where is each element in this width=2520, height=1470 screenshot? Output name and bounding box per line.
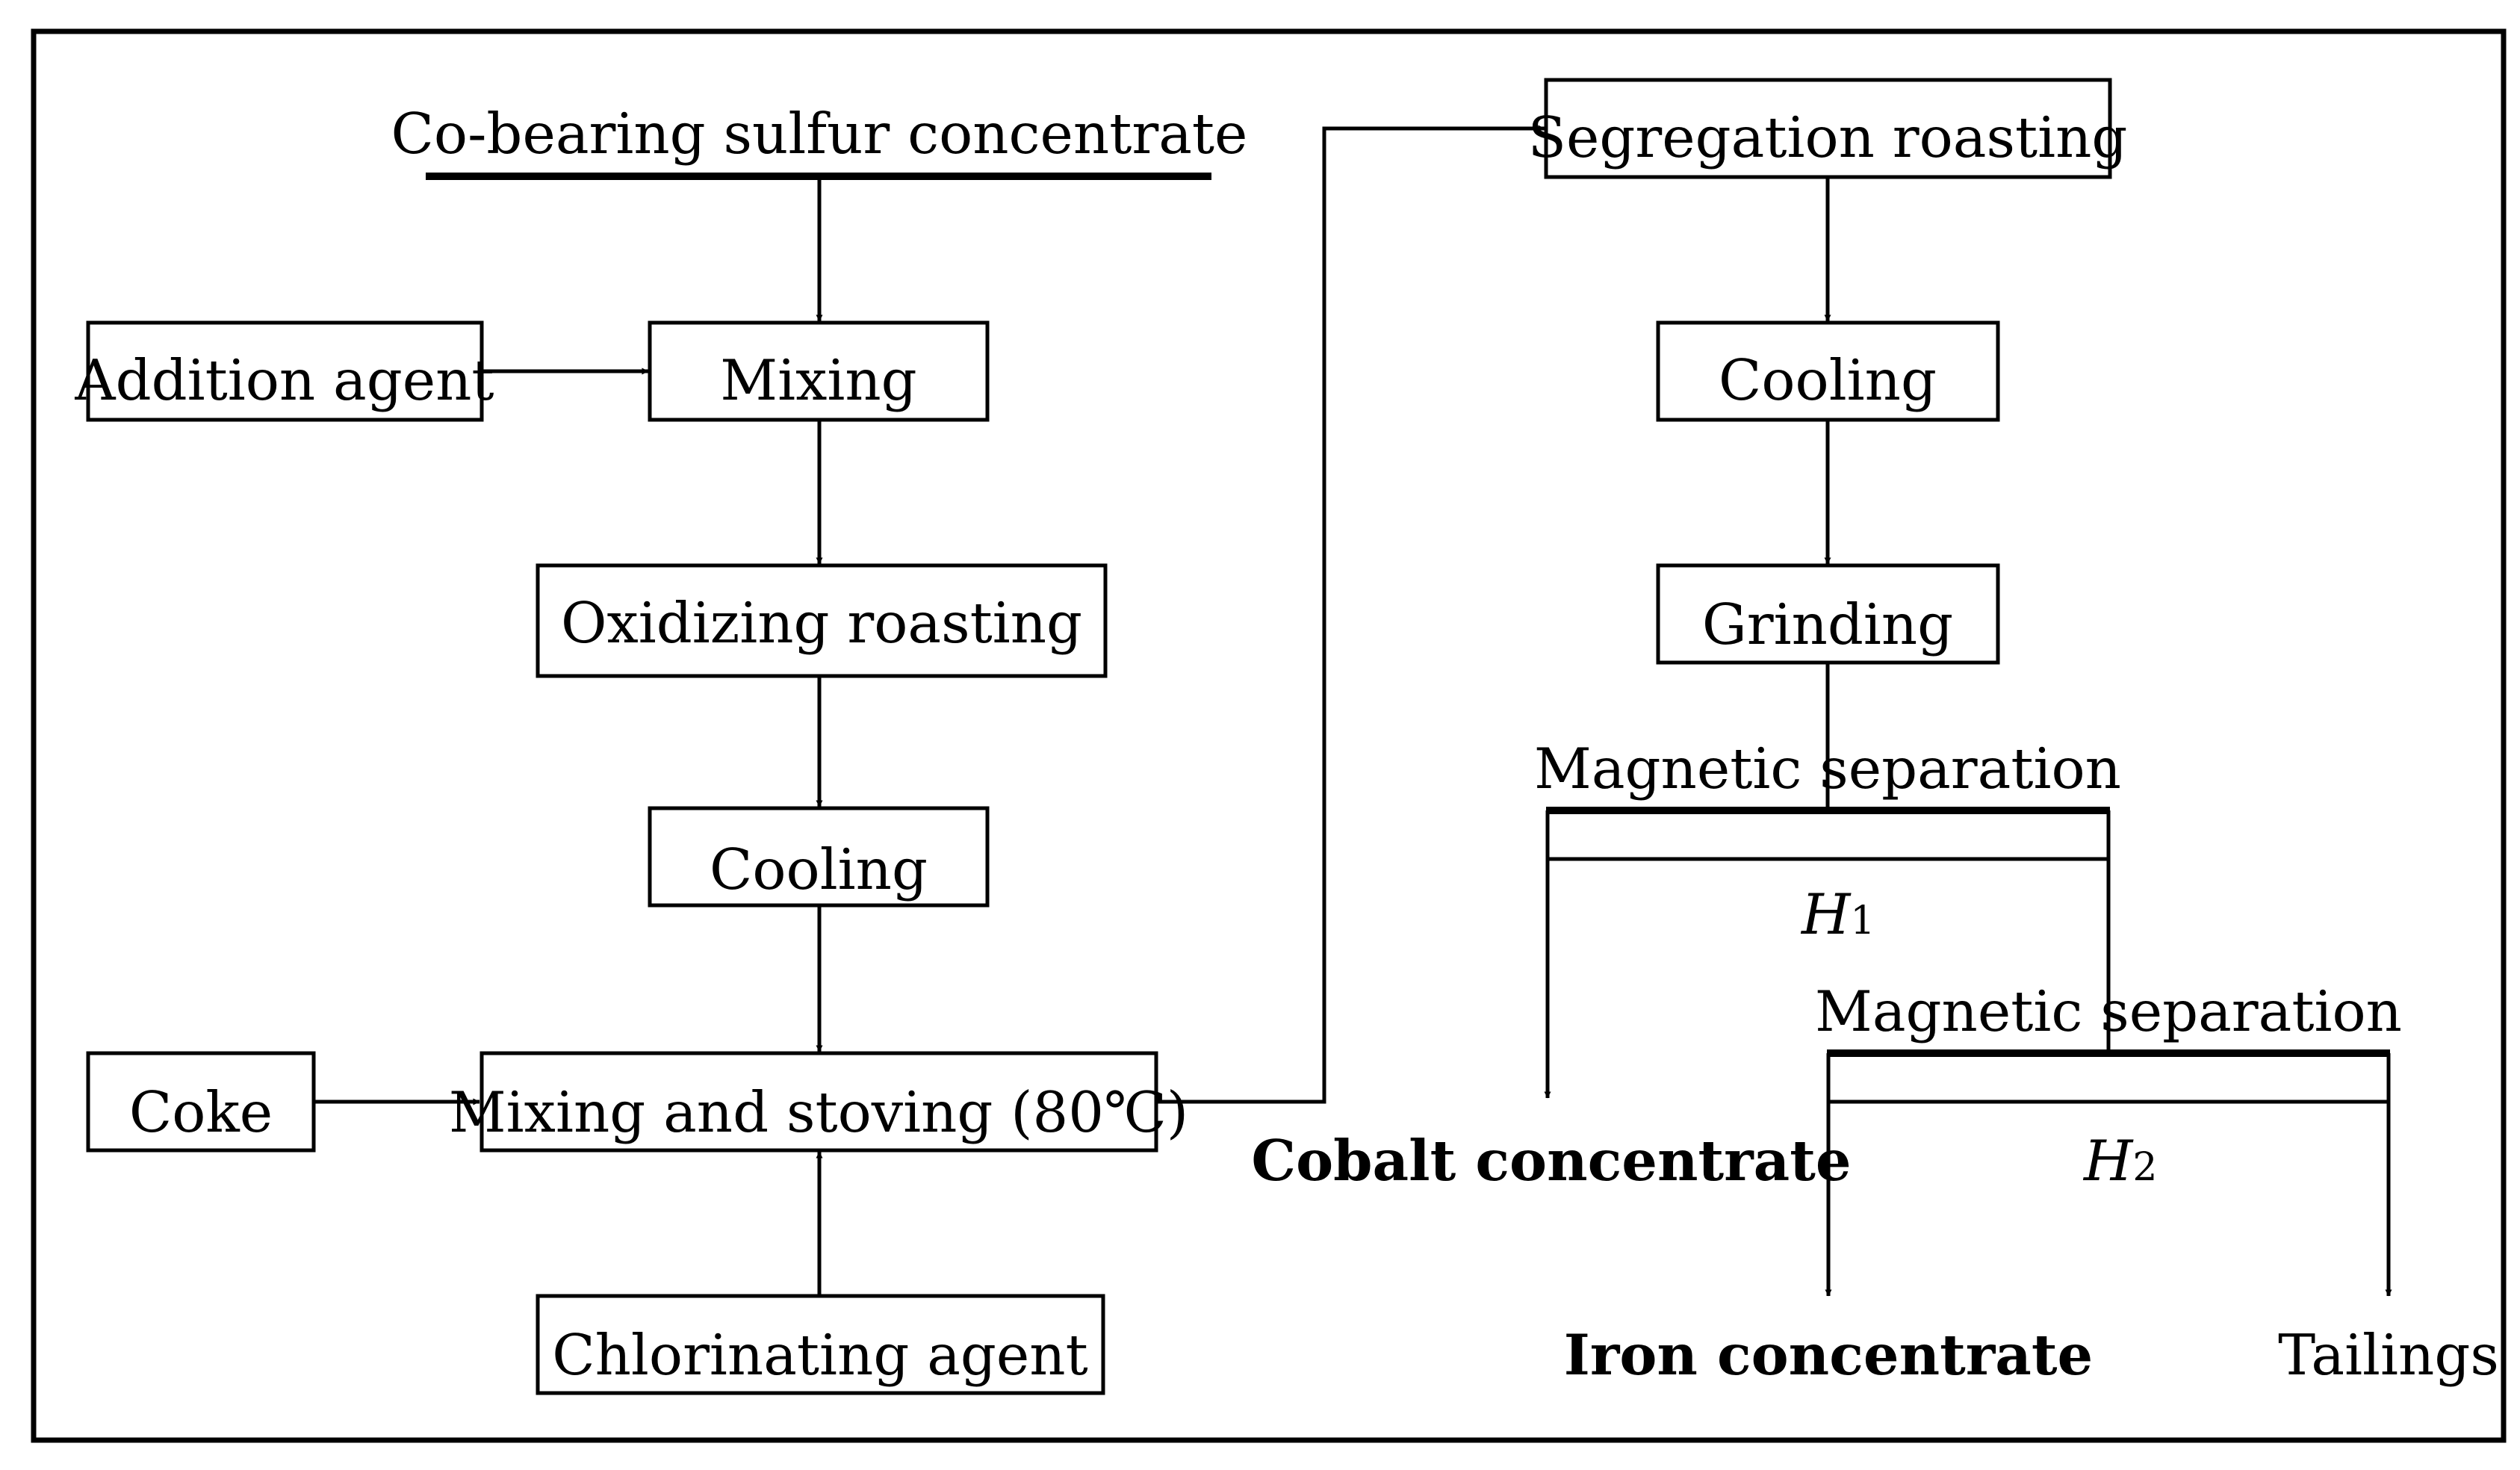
field-h1-letter: H: [1800, 881, 1852, 947]
chlorinating-agent-box: [536, 1294, 1105, 1395]
outer-frame: [31, 28, 2507, 1443]
magnetic-separation-1-label: Magnetic separation: [1534, 736, 2121, 801]
connector-stoving-to-segregation: [1156, 125, 1545, 1104]
tailings-label: Tailings: [2278, 1322, 2499, 1388]
field-strength-h1-label: H1: [1800, 881, 1875, 947]
mixing-stoving-box: [480, 1051, 1158, 1153]
oxidizing-roasting-box: [536, 563, 1108, 678]
field-h2-letter: H: [2082, 1128, 2134, 1194]
cooling-1-box: [648, 806, 990, 908]
field-h2-subscript: 2: [2132, 1145, 2157, 1190]
coke-label: Coke: [129, 1079, 273, 1145]
cooling-2-box: [1656, 320, 2000, 422]
mixing-box: [648, 320, 990, 422]
iron-concentrate-label: Iron concentrate: [1564, 1322, 2094, 1388]
mixing-label: Mixing: [720, 347, 916, 413]
addition-agent-label: Addition agent: [74, 347, 494, 413]
field-strength-h2-label: H2: [2082, 1128, 2158, 1194]
cooling-1-label: Cooling: [710, 837, 928, 902]
grinding-box: [1656, 563, 2000, 665]
cobalt-concentrate-label: Cobalt concentrate: [1251, 1128, 1851, 1194]
oxidizing-roasting-label: Oxidizing roasting: [561, 590, 1082, 656]
magnetic-separation-2-label: Magnetic separation: [1815, 979, 2402, 1044]
field-h1-subscript: 1: [1850, 899, 1875, 943]
chlorinating-agent-label: Chlorinating agent: [552, 1322, 1088, 1388]
mixing-stoving-label: Mixing and stoving (80℃): [449, 1079, 1188, 1145]
grinding-label: Grinding: [1702, 592, 1953, 657]
cooling-2-label: Cooling: [1719, 347, 1937, 413]
coke-box: [86, 1051, 316, 1153]
segregation-roasting-box: [1544, 78, 2112, 179]
segregation-roasting-label: Segregation roasting: [1528, 105, 2128, 170]
source-label: Co-bearing sulfur concentrate: [391, 101, 1248, 167]
